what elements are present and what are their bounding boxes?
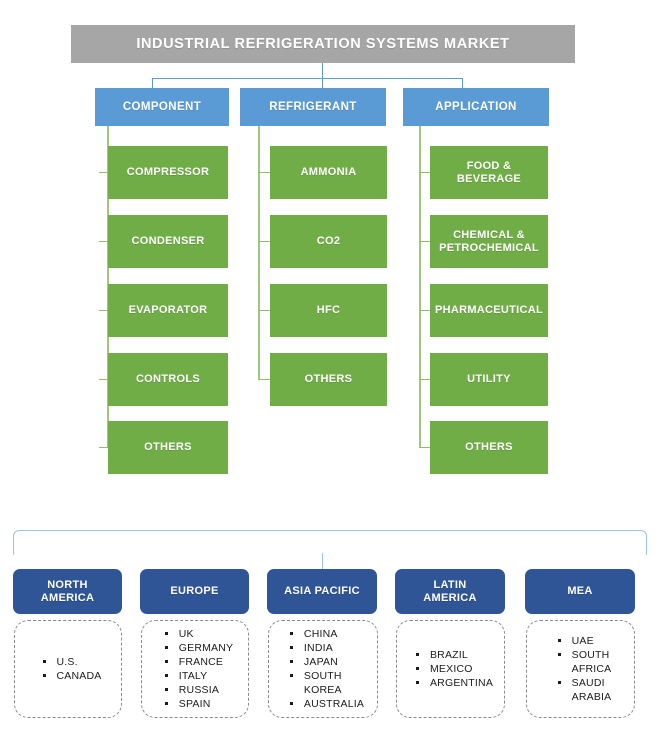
region-label-north-america: NORTH AMERICA [40,578,95,604]
connector-stub-co2 [258,241,271,242]
category-label-component: COMPONENT [122,101,202,113]
country-list-europe: UK GERMANY FRANCE ITALY RUSSIA SPAIN [157,627,234,711]
item-box-chemical-petrochemical[interactable]: CHEMICAL & PETROCHEMICAL [430,215,548,268]
region-box-europe[interactable]: EUROPE [140,569,249,614]
country-item: UK [164,627,234,641]
item-box-hfc[interactable]: HFC [270,284,387,337]
country-box-north-america[interactable]: U.S. CANADA [14,620,122,718]
country-item: FRANCE [164,655,234,669]
region-label-asia-pacific: ASIA PACIFIC [284,585,360,597]
region-label-europe: EUROPE [170,585,219,597]
country-item: MEXICO [415,662,493,676]
country-list-latin-america: BRAZIL MEXICO ARGENTINA [408,648,493,690]
item-label-condenser: CONDENSER [131,235,205,247]
item-box-ammonia[interactable]: AMMONIA [270,146,387,199]
item-label-compressor: COMPRESSOR [126,166,210,178]
region-box-latin-america[interactable]: LATIN AMERICA [395,569,505,614]
item-label-utility: UTILITY [467,373,511,385]
connector-stub-others-1 [99,447,108,448]
item-box-food-beverage[interactable]: FOOD & BEVERAGE [430,146,548,199]
item-label-chemical-petrochemical: CHEMICAL & PETROCHEMICAL [439,228,539,254]
connector-stub-compressor [99,172,108,173]
item-box-application-others[interactable]: OTHERS [430,421,548,474]
item-label-pharmaceutical: PHARMACEUTICAL [434,304,544,316]
connector-branch-component [152,78,153,90]
connector-stub-chemical [419,241,430,242]
country-item: BRAZIL [415,648,493,662]
region-bracket [13,530,647,555]
connector-stub-ammonia [258,172,271,173]
region-box-asia-pacific[interactable]: ASIA PACIFIC [267,569,377,614]
country-box-europe[interactable]: UK GERMANY FRANCE ITALY RUSSIA SPAIN [141,620,249,718]
category-box-application[interactable]: APPLICATION [403,88,549,126]
connector-spine-refrigerant [258,126,260,380]
item-label-controls: CONTROLS [135,373,201,385]
country-item: CHINA [289,627,364,641]
category-label-refrigerant: REFRIGERANT [269,101,357,113]
country-item: SAUDI ARABIA [557,677,612,703]
connector-spine-application [419,126,421,447]
item-box-evaporator[interactable]: EVAPORATOR [108,284,228,337]
country-item: SPAIN [164,697,234,711]
connector-root-stem [322,63,323,79]
country-list-asia-pacific: CHINA INDIA JAPAN SOUTH KOREA AUSTRALIA [282,627,364,711]
connector-stub-hfc [258,310,271,311]
region-label-mea: MEA [567,585,593,597]
item-box-refrigerant-others[interactable]: OTHERS [270,353,387,406]
country-item: GERMANY [164,642,234,654]
connector-stub-food-beverage [419,172,430,173]
connector-stub-others-3 [419,447,430,448]
country-item: CANADA [42,670,102,682]
country-item: ITALY [164,669,234,683]
item-label-evaporator: EVAPORATOR [128,304,208,316]
item-box-compressor[interactable]: COMPRESSOR [108,146,228,199]
region-label-latin-america: LATIN AMERICA [423,578,477,604]
country-item: AUSTRALIA [289,698,365,710]
connector-stub-others-2 [258,379,271,380]
category-box-component[interactable]: COMPONENT [95,88,229,126]
item-box-co2[interactable]: CO2 [270,215,387,268]
item-box-component-others[interactable]: OTHERS [108,421,228,474]
connector-branch-refrigerant [322,78,323,90]
country-box-mea[interactable]: UAE SOUTH AFRICA SAUDI ARABIA [526,620,635,718]
item-label-co2: CO2 [316,235,341,247]
country-list-north-america: U.S. CANADA [35,655,102,683]
item-label-refrigerant-others: OTHERS [304,373,353,385]
diagram-title: INDUSTRIAL REFRIGERATION SYSTEMS MARKET [136,36,510,52]
country-item: UAE [557,634,612,648]
country-item: SOUTH AFRICA [557,649,612,675]
item-box-condenser[interactable]: CONDENSER [108,215,228,268]
item-label-hfc: HFC [316,304,341,316]
item-label-component-others: OTHERS [144,441,192,453]
country-item: JAPAN [289,655,364,669]
diagram-title-bar: INDUSTRIAL REFRIGERATION SYSTEMS MARKET [71,25,575,63]
country-item: SOUTH KOREA [289,669,364,697]
connector-branch-application [462,78,463,90]
item-box-controls[interactable]: CONTROLS [108,353,228,406]
country-box-asia-pacific[interactable]: CHINA INDIA JAPAN SOUTH KOREA AUSTRALIA [268,620,378,718]
item-label-application-others: OTHERS [465,441,513,453]
item-box-pharmaceutical[interactable]: PHARMACEUTICAL [430,284,548,337]
country-item: ARGENTINA [415,677,494,689]
country-item: RUSSIA [164,683,234,697]
country-item: U.S. [42,655,102,669]
region-bracket-stem [322,553,323,571]
country-item: INDIA [289,641,364,655]
connector-stub-pharmaceutical [419,310,430,311]
region-box-north-america[interactable]: NORTH AMERICA [13,569,122,614]
region-box-mea[interactable]: MEA [525,569,635,614]
country-box-latin-america[interactable]: BRAZIL MEXICO ARGENTINA [396,620,505,718]
category-box-refrigerant[interactable]: REFRIGERANT [240,88,386,126]
item-label-food-beverage: FOOD & BEVERAGE [456,159,522,185]
connector-stub-controls [99,379,108,380]
connector-root-horizontal [152,78,462,79]
item-label-ammonia: AMMONIA [300,166,357,178]
category-label-application: APPLICATION [435,101,517,113]
connector-stub-evaporator [99,310,108,311]
connector-stub-condenser [99,241,108,242]
connector-stub-utility [419,379,430,380]
country-list-mea: UAE SOUTH AFRICA SAUDI ARABIA [550,634,612,704]
item-box-utility[interactable]: UTILITY [430,353,548,406]
